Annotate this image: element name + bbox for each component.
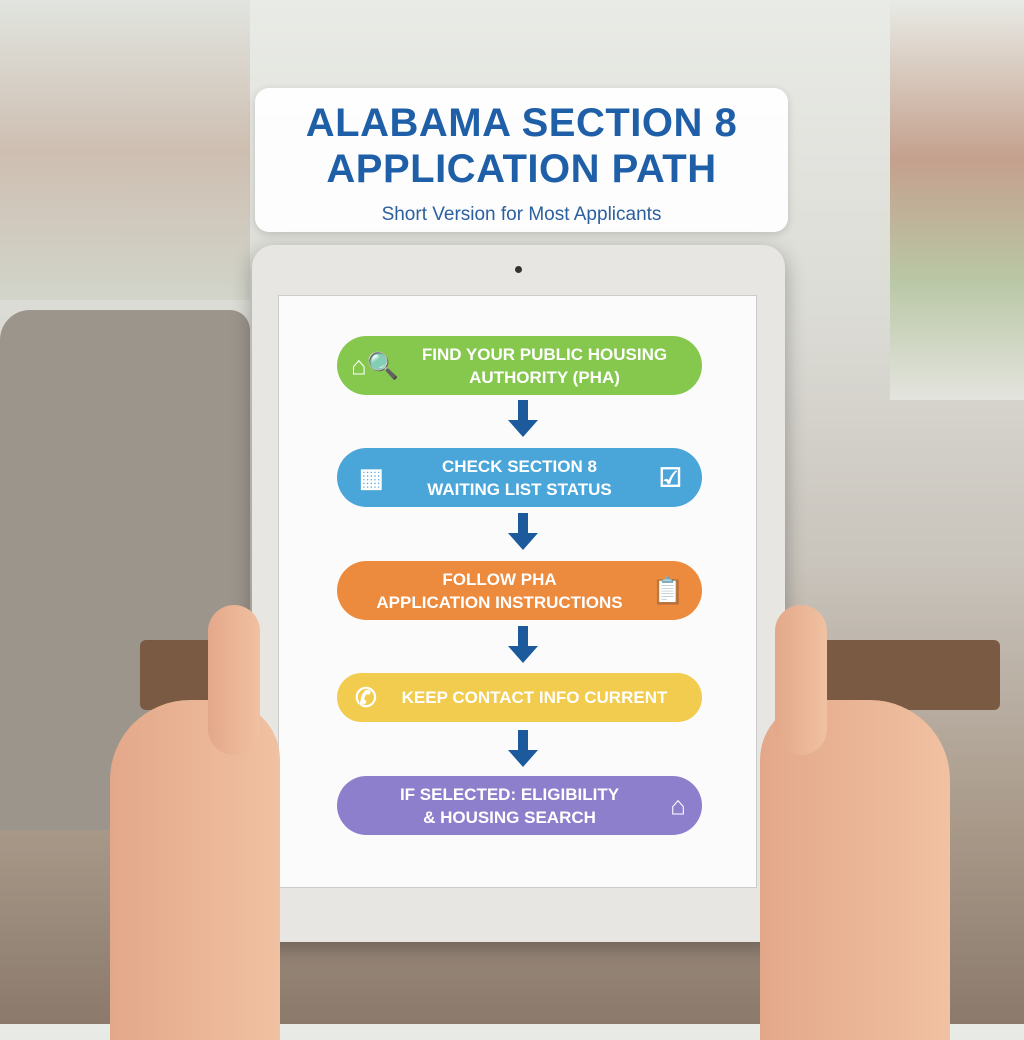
subtitle: Short Version for Most Applicants: [381, 204, 662, 225]
left-thumb: [208, 605, 260, 755]
background-window: [890, 0, 1024, 400]
title-line-1: ALABAMA SECTION 8: [305, 101, 738, 145]
down-arrow-icon: [508, 730, 538, 767]
title-line-2: APPLICATION PATH: [326, 147, 717, 191]
step-follow-instructions: FOLLOW PHA APPLICATION INSTRUCTIONS 📋: [337, 561, 702, 620]
left-hand: [110, 700, 280, 1040]
step-text: APPLICATION INSTRUCTIONS: [376, 592, 623, 612]
step-text: AUTHORITY (PHA): [469, 367, 620, 387]
down-arrow-icon: [508, 626, 538, 663]
step-text: FIND YOUR PUBLIC HOUSING: [421, 344, 668, 364]
step-eligibility-housing-search: IF SELECTED: ELIGIBILITY & HOUSING SEARC…: [337, 776, 702, 835]
right-hand: [760, 700, 950, 1040]
step-keep-contact-current: ✆ KEEP CONTACT INFO CURRENT: [337, 673, 702, 722]
clipboard-pen-icon: 📋: [651, 575, 684, 605]
family-house-icon: ⌂: [670, 790, 686, 820]
camera-icon: [515, 266, 522, 273]
step-text: & HOUSING SEARCH: [423, 807, 596, 827]
step-text: CHECK SECTION 8: [442, 456, 597, 476]
step-find-pha: ⌂🔍 FIND YOUR PUBLIC HOUSING AUTHORITY (P…: [337, 336, 702, 395]
phone-update-icon: ✆: [355, 682, 377, 712]
step-text: KEEP CONTACT INFO CURRENT: [401, 688, 668, 707]
step-text: WAITING LIST STATUS: [427, 479, 612, 499]
down-arrow-icon: [508, 513, 538, 550]
house-search-icon: ⌂🔍: [351, 350, 400, 380]
step-check-waiting-list: ▦ CHECK SECTION 8 WAITING LIST STATUS ☑: [337, 448, 702, 507]
background-window: [0, 0, 250, 300]
calendar-check-icon: ☑: [658, 462, 682, 492]
step-text: IF SELECTED: ELIGIBILITY: [399, 784, 620, 804]
step-text: FOLLOW PHA: [442, 569, 557, 589]
right-thumb: [775, 605, 827, 755]
down-arrow-icon: [508, 400, 538, 437]
calendar-icon: ▦: [359, 462, 384, 492]
